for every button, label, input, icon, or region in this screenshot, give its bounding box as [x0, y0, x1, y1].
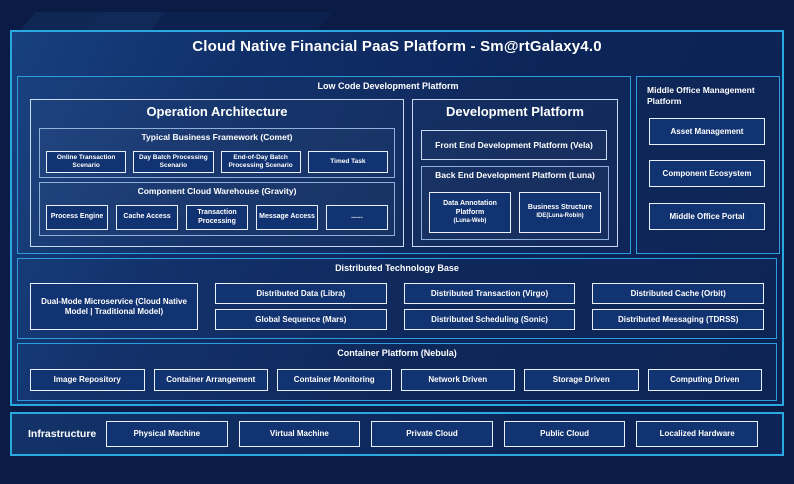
box-computing-driven: Computing Driven [647, 369, 762, 391]
box-business-structure-ide: Business Structure IDE(Luna-Robin) [519, 192, 601, 233]
box-distributed-cache: Distributed Cache (Orbit) [592, 283, 765, 304]
box-image-repository: Image Repository [30, 369, 145, 391]
section-container-platform: Container Platform (Nebula) Image Reposi… [17, 343, 777, 401]
box-physical-machine: Physical Machine [106, 421, 228, 447]
infrastructure-items: Physical Machine Virtual Machine Private… [106, 421, 758, 447]
platform-diagram-panel: Cloud Native Financial PaaS Platform - S… [10, 30, 784, 406]
data-annotation-platform-code: (Luna-Web) [453, 217, 487, 224]
infrastructure-label: Infrastructure [28, 428, 97, 440]
distributed-technology-base-label: Distributed Technology Base [335, 263, 459, 273]
typical-business-framework-title: Typical Business Framework (Comet) [141, 132, 293, 142]
back-end-platform-title: Back End Development Platform (Luna) [435, 170, 595, 180]
box-timed-task: Timed Task [307, 151, 388, 173]
middle-office-platform-label: Middle Office Management Platform [647, 85, 755, 107]
box-end-of-day-batch-processing-scenario: End-of-Day Batch Processing Scenario [220, 151, 301, 173]
box-storage-driven: Storage Driven [524, 369, 639, 391]
box-message-access: Message Access [256, 205, 318, 230]
box-container-arrangement: Container Arrangement [153, 369, 268, 391]
section-low-code-development-platform: Low Code Development Platform Operation … [17, 76, 631, 254]
box-private-cloud: Private Cloud [371, 421, 493, 447]
box-front-end-development-platform: Front End Development Platform (Vela) [421, 130, 607, 160]
box-cache-access: Cache Access [116, 205, 178, 230]
development-platform-title: Development Platform [446, 104, 584, 119]
box-component-ecosystem: Component Ecosystem [649, 160, 765, 187]
section-infrastructure: Infrastructure Physical Machine Virtual … [10, 412, 784, 456]
decorative-streak [87, 12, 333, 30]
container-platform-label: Container Platform (Nebula) [337, 348, 457, 358]
back-end-platform-items: Data Annotation Platform (Luna-Web) Busi… [429, 192, 601, 233]
section-middle-office-management-platform: Middle Office Management Platform Asset … [636, 76, 780, 254]
distributed-column-2: Distributed Transaction (Virgo) Distribu… [403, 283, 576, 330]
box-public-cloud: Public Cloud [503, 421, 626, 447]
group-component-cloud-warehouse: Component Cloud Warehouse (Gravity) Proc… [39, 182, 395, 236]
typical-business-framework-items: Online Transaction Scenario Day Batch Pr… [46, 151, 388, 173]
box-network-driven: Network Driven [400, 369, 515, 391]
group-development-platform: Development Platform Front End Developme… [412, 99, 618, 247]
box-ellipsis-more: ...... [326, 205, 388, 230]
box-middle-office-portal: Middle Office Portal [649, 203, 765, 230]
box-process-engine: Process Engine [46, 205, 108, 230]
low-code-platform-label: Low Code Development Platform [317, 81, 459, 91]
data-annotation-platform-label: Data Annotation Platform [443, 200, 497, 216]
group-operation-architecture: Operation Architecture Typical Business … [30, 99, 404, 247]
container-platform-items: Image Repository Container Arrangement C… [30, 369, 762, 391]
box-distributed-transaction: Distributed Transaction (Virgo) [403, 283, 576, 304]
business-structure-label: Business Structure [527, 204, 593, 212]
box-distributed-data: Distributed Data (Libra) [215, 283, 387, 304]
business-structure-code: IDE(Luna-Robin) [536, 213, 584, 220]
box-localized-hardware: Localized Hardware [636, 421, 758, 447]
group-back-end-development-platform: Back End Development Platform (Luna) Dat… [421, 166, 609, 240]
distributed-column-1: Distributed Data (Libra) Global Sequence… [215, 283, 387, 330]
box-dual-mode-microservice: Dual-Mode Microservice (Cloud Native Mod… [30, 283, 198, 330]
box-virtual-machine: Virtual Machine [238, 421, 361, 447]
box-online-transaction-scenario: Online Transaction Scenario [46, 151, 127, 173]
component-cloud-warehouse-title: Component Cloud Warehouse (Gravity) [137, 186, 297, 196]
box-asset-management: Asset Management [649, 118, 765, 145]
box-data-annotation-platform: Data Annotation Platform (Luna-Web) [429, 192, 511, 233]
distributed-technology-items: Dual-Mode Microservice (Cloud Native Mod… [30, 283, 765, 330]
page-title: Cloud Native Financial PaaS Platform - S… [192, 38, 602, 55]
box-distributed-scheduling: Distributed Scheduling (Sonic) [403, 309, 576, 330]
group-typical-business-framework: Typical Business Framework (Comet) Onlin… [39, 128, 395, 178]
operation-architecture-title: Operation Architecture [146, 104, 288, 119]
distributed-column-3: Distributed Cache (Orbit) Distributed Me… [592, 283, 765, 330]
box-container-monitoring: Container Monitoring [277, 369, 392, 391]
component-cloud-warehouse-items: Process Engine Cache Access Transaction … [46, 205, 388, 230]
section-distributed-technology-base: Distributed Technology Base Dual-Mode Mi… [17, 258, 777, 339]
box-transaction-processing: Transaction Processing [186, 205, 248, 230]
box-day-batch-processing-scenario: Day Batch Processing Scenario [133, 151, 214, 173]
box-distributed-messaging: Distributed Messaging (TDRSS) [592, 309, 765, 330]
box-global-sequence: Global Sequence (Mars) [215, 309, 387, 330]
